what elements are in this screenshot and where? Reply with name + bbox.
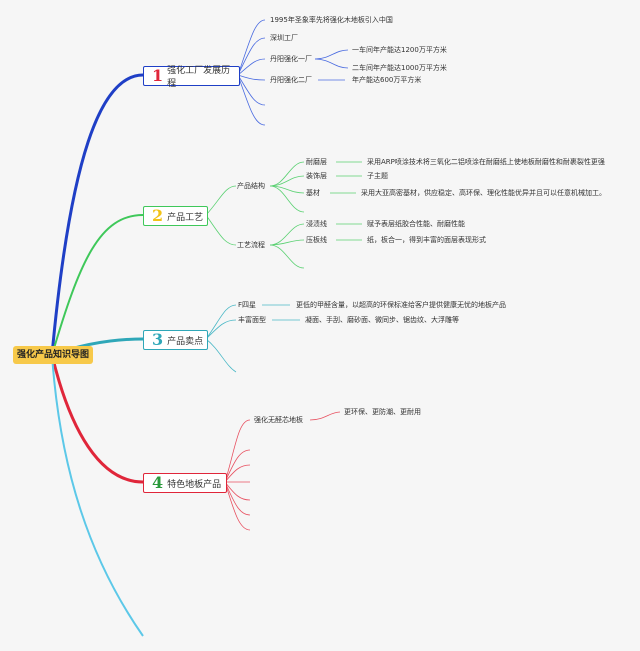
b3-item-2-detail: 凝面、手刮、磨砂面、微同步、锯齿纹、大浮雕等 (305, 316, 459, 324)
branch-3-node[interactable]: 3 产品卖点 (143, 330, 208, 350)
b1-item-4: 丹阳强化二厂 (270, 76, 312, 84)
b2-g2-item-2-detail: 纸，板合一，得到丰富的面层表现形式 (367, 236, 486, 244)
branch-1-number: 1 (152, 66, 164, 85)
b1-item-1: 1995年圣象率先将强化木地板引入中国 (270, 16, 393, 24)
b4-item-1-detail: 更环保、更防潮、更耐用 (344, 408, 421, 416)
b1-item-4-child-1: 年产能达600万平方米 (352, 76, 422, 84)
b2-g1-item-2: 装饰层 (306, 172, 327, 180)
b2-g2-item-1: 浸渍线 (306, 220, 327, 228)
branch-3-label: 产品卖点 (167, 336, 204, 347)
b2-g2-item-1-detail: 赋予表层纸胶合性能、耐磨性能 (367, 220, 465, 228)
b2-g1-item-3: 基材 (306, 189, 320, 197)
b3-item-1: F四星 (238, 301, 257, 309)
branch-1-node[interactable]: 1 强化工厂发展历程 (143, 66, 240, 89)
branch-4-number: 4 (152, 473, 164, 492)
b2-group-1: 产品结构 (237, 182, 265, 190)
b2-g1-item-3-detail: 采用大亚高密基材，供应稳定、高环保、理化性能优异并且可以任意机械加工。 (361, 189, 606, 197)
b4-item-1: 强化无醛芯地板 (254, 416, 303, 424)
branch-4-label: 特色地板产品 (167, 479, 222, 490)
b2-g1-item-1: 耐磨层 (306, 158, 327, 166)
b2-group-2: 工艺流程 (237, 241, 265, 249)
b2-g1-item-1-detail: 采用ARP喷涂技术将三氧化二铝喷涂在耐磨纸上使地板耐磨性和耐裹裂性更强 (367, 158, 605, 166)
b1-item-3: 丹阳强化一厂 (270, 55, 312, 63)
b3-item-1-detail: 更低的甲醛含量，以超高的环保标准给客户提供健康无忧的地板产品 (296, 301, 506, 309)
b2-g2-item-2: 压板线 (306, 236, 327, 244)
branch-4-node[interactable]: 4 特色地板产品 (143, 473, 227, 493)
b1-item-3-child-1: 一车间年产能达1200万平方米 (352, 46, 447, 54)
branch-2-node[interactable]: 2 产品工艺 (143, 206, 208, 226)
branch-2-label: 产品工艺 (167, 212, 204, 223)
root-node[interactable]: 强化产品知识导图 (13, 346, 93, 364)
b2-g1-item-2-detail: 子主题 (367, 172, 388, 180)
b1-item-3-child-2: 二车间年产能达1000万平方米 (352, 64, 447, 72)
branch-3-number: 3 (152, 330, 164, 349)
b1-item-2: 深圳工厂 (270, 34, 298, 42)
branch-1-label: 强化工厂发展历程 (167, 66, 231, 89)
b3-item-2: 丰富面型 (238, 316, 266, 324)
branch-2-number: 2 (152, 206, 164, 225)
